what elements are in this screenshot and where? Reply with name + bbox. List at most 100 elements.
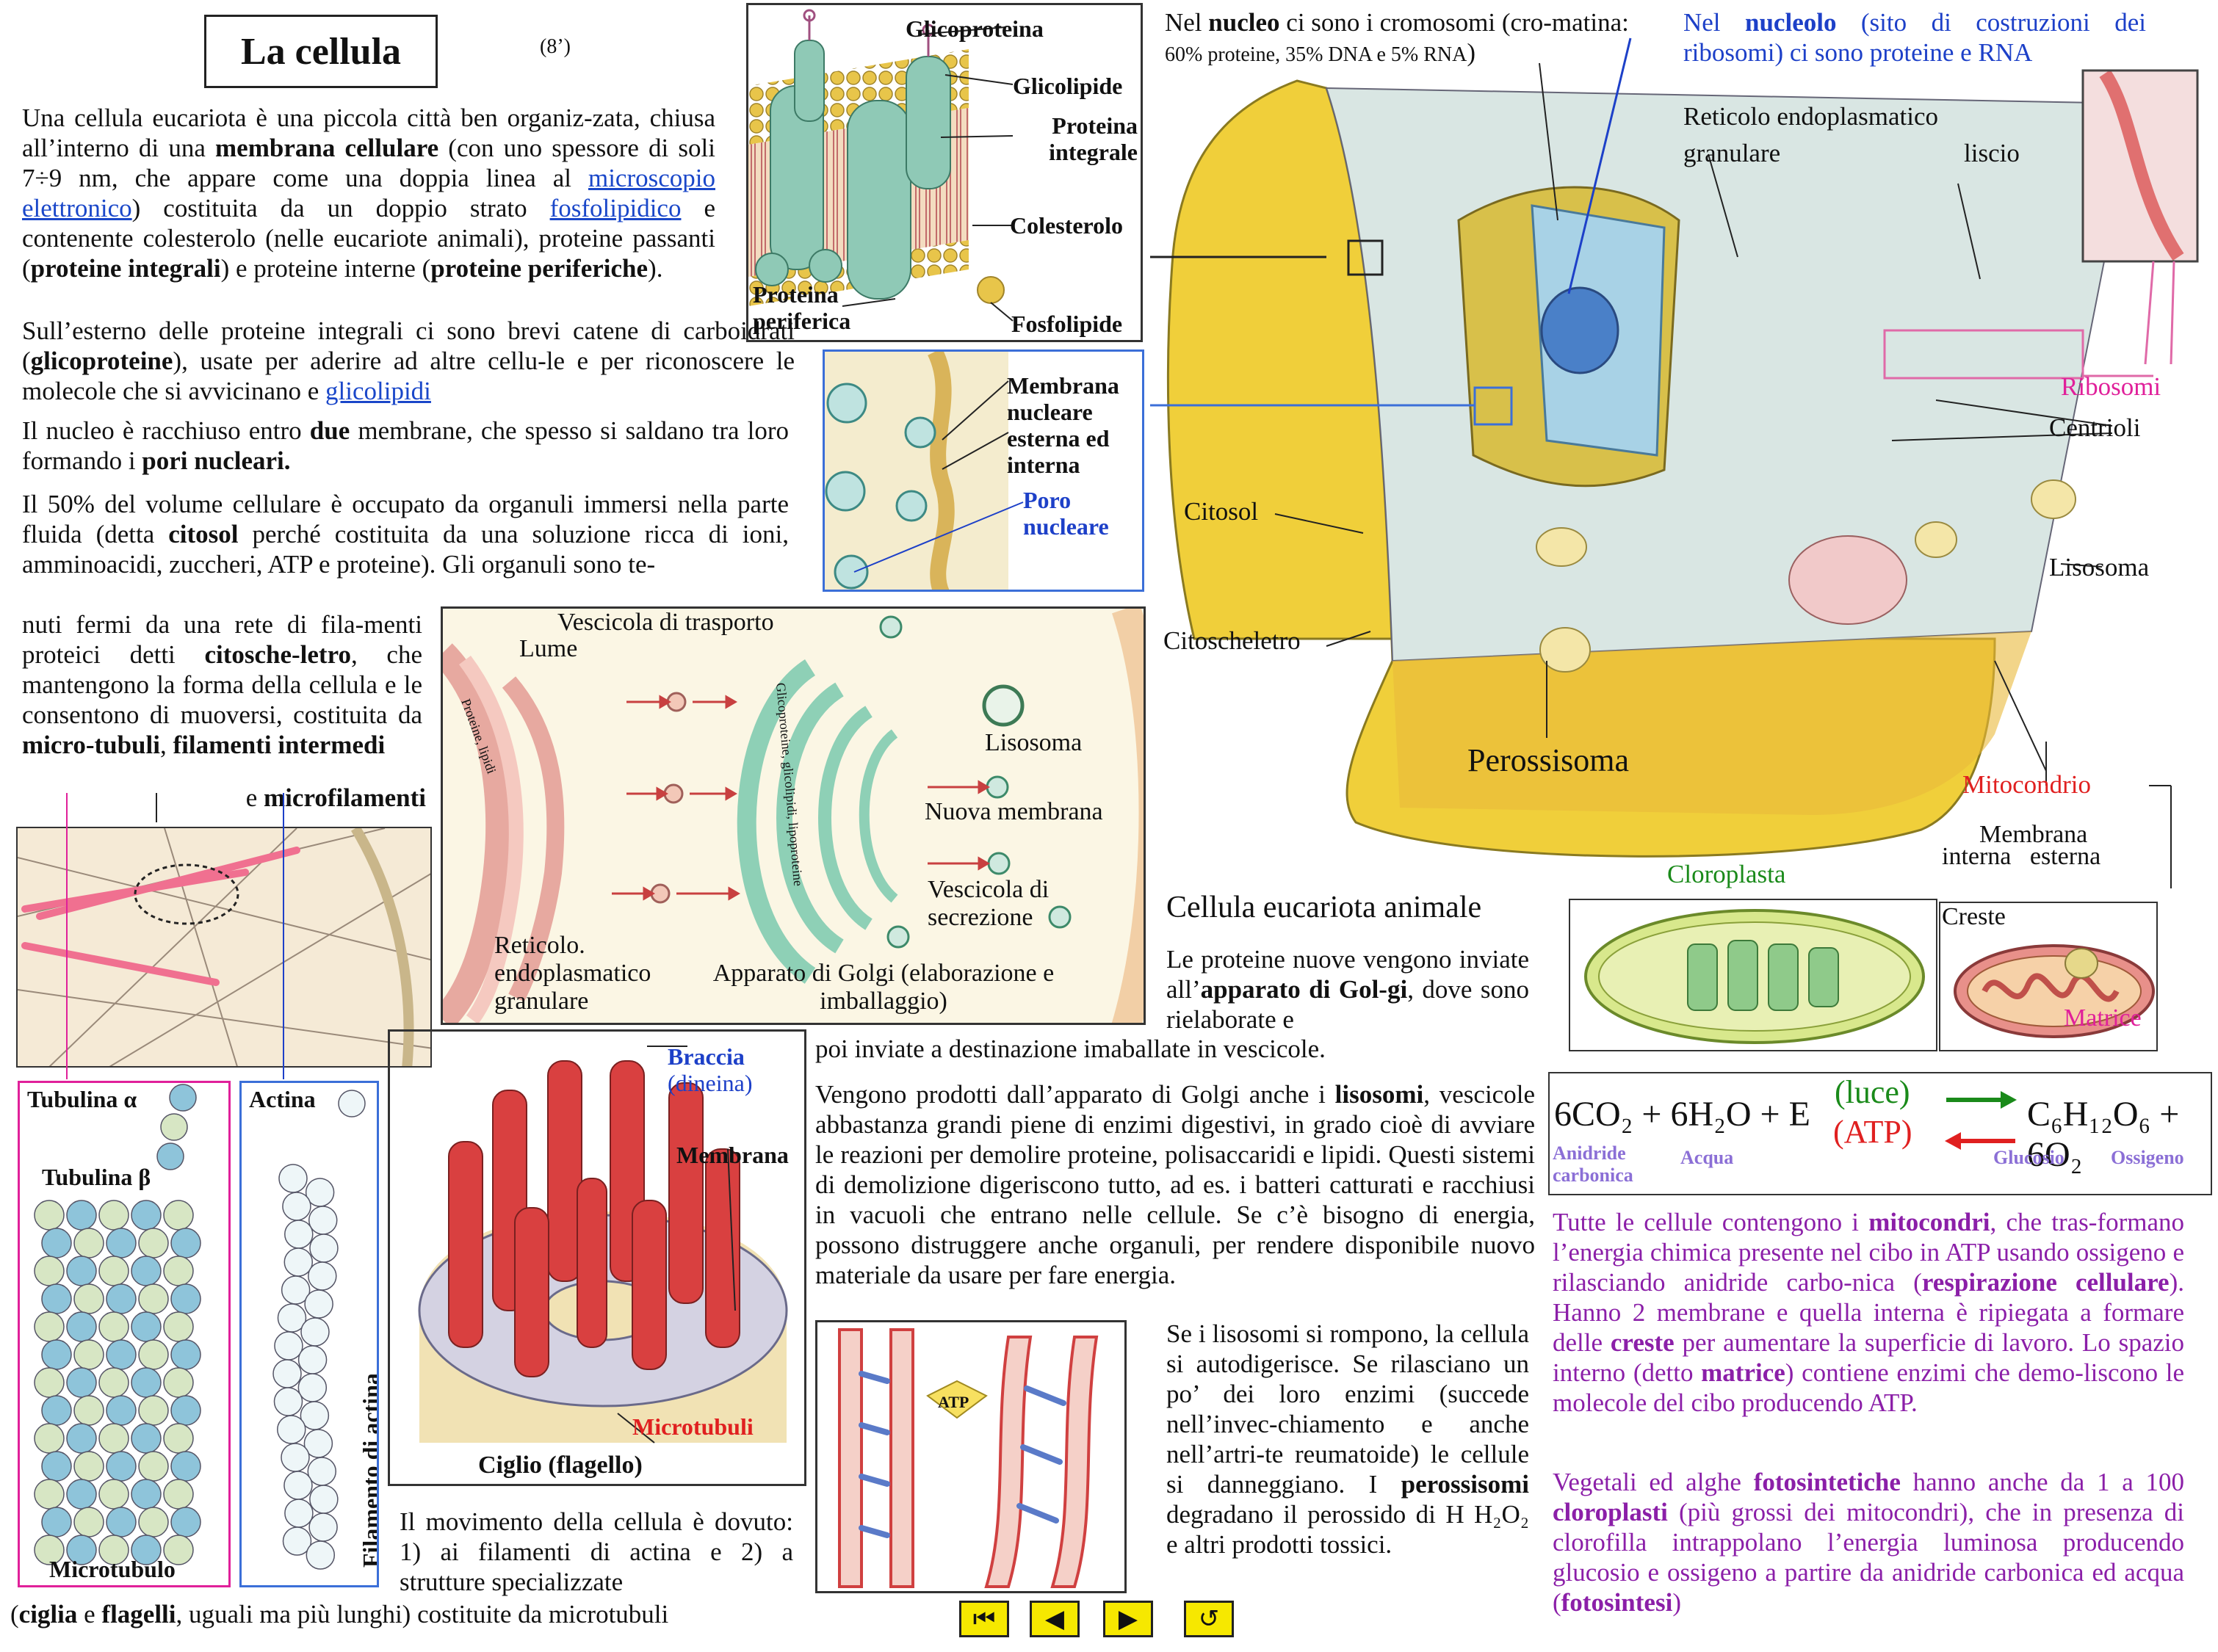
actin-subunit — [309, 1485, 339, 1514]
text-run: (sito di costruzioni dei ribosomi) ci so… — [1683, 8, 2146, 67]
label-nucleolo: Nel nucleolo (sito di costruzioni dei ri… — [1683, 7, 2146, 68]
actin-subunit — [277, 1415, 306, 1444]
tubulin-subunit — [41, 1395, 72, 1426]
label-braccia: Braccia — [668, 1043, 745, 1070]
label-vescicola-secrezione: Vescicola di secrezione — [928, 876, 1050, 931]
nav-next-button[interactable]: ▶ — [1103, 1601, 1153, 1637]
actin-panel: Actina Filamento di actina — [239, 1081, 379, 1587]
nuclear-membrane-diagram: Membrana nucleare esterna ed interna Por… — [823, 349, 1144, 592]
label-cell-lisosoma: Lisosoma — [2049, 553, 2150, 582]
text-run: e — [77, 1600, 102, 1629]
text-run: pori nucleari. — [142, 446, 291, 475]
text-run: ) contiene enzimi che demo-liscono le mo… — [1553, 1358, 2185, 1417]
text-run: mitocondri — [1868, 1208, 1990, 1236]
label-membrana-mito: Membrana — [1979, 821, 2088, 848]
tubulin-subunit — [131, 1200, 162, 1231]
text-run: Nel — [1683, 8, 1745, 37]
label-apparato-golgi: Apparato di Golgi (elaborazione e imball… — [712, 960, 1055, 1015]
actin-subunit — [306, 1540, 336, 1570]
label-dineina: (dineina) — [668, 1070, 753, 1096]
text-run: fotosintetiche — [1753, 1468, 1901, 1496]
text-link[interactable]: fosfolipidico — [549, 194, 682, 222]
actin-subunit — [304, 1289, 333, 1319]
tubulin-subunit — [34, 1256, 65, 1286]
tubulin-subunit — [73, 1228, 104, 1258]
text-run: microfilamenti — [264, 783, 426, 812]
text-run: , — [159, 731, 173, 759]
movement-description-2: (ciglia e flagelli, uguali ma più lunghi… — [10, 1599, 668, 1629]
actin-subunit — [281, 1443, 310, 1472]
intro-paragraph-3: Il nucleo è racchiuso entro due membrane… — [22, 416, 789, 476]
golgi-description-2: poi inviate a destinazione imaballate in… — [815, 1035, 1326, 1063]
text-run: (più grossi dei mitocondri), che in pres… — [1553, 1498, 2184, 1617]
title-box: La cellula — [204, 15, 438, 88]
equation-glucosio: Glucosio — [1993, 1147, 2065, 1168]
tubulin-subunit — [98, 1311, 129, 1342]
text-run: , che mantengono la forma della cellula … — [22, 640, 422, 729]
tubulin-subunit — [41, 1451, 72, 1482]
tubulin-subunit — [163, 1311, 194, 1342]
text-run: , uguali ma più lunghi) costituite da mi… — [176, 1600, 669, 1629]
text-run: nucleolo — [1745, 8, 1837, 37]
actin-subunit — [308, 1261, 337, 1291]
tubulin-subunit — [66, 1367, 97, 1398]
label-glicolipide: Glicolipide — [1013, 73, 1123, 99]
text-run: perossisomi — [1401, 1470, 1529, 1499]
equation-luce: (luce) — [1835, 1074, 1910, 1110]
label-poro-nucleare: Poro nucleare — [1023, 487, 1109, 540]
tubulin-subunit — [73, 1451, 104, 1482]
label-matrice: Matrice — [2064, 1004, 2142, 1032]
golgi-illustration — [443, 609, 1144, 1023]
tubulin-subunit — [131, 1367, 162, 1398]
label-centrioli: Centrioli — [2049, 413, 2141, 442]
tubulin-subunit — [131, 1311, 162, 1342]
tubulin-subunit — [41, 1283, 72, 1314]
label-microtubulo: Microtubulo — [49, 1556, 176, 1582]
tubulin-subunit — [98, 1200, 129, 1231]
text-run: fotosintesi — [1561, 1588, 1673, 1617]
text-link[interactable]: microscopio elettronico — [22, 164, 715, 222]
tubulin-subunit — [73, 1339, 104, 1370]
text-run: ciglia — [18, 1600, 78, 1629]
label-atp: ATP — [938, 1393, 969, 1411]
intro-paragraph-4: Il 50% del volume cellulare è occupato d… — [22, 489, 789, 579]
tubulin-subunit — [34, 1311, 65, 1342]
text-link[interactable]: glicolipidi — [325, 377, 431, 405]
text-run: e contenente colesterolo (nelle eucariot… — [22, 194, 715, 283]
text-run: respirazione cellulare — [1921, 1268, 2170, 1297]
label-microtubuli: Microtubuli — [632, 1413, 754, 1440]
tubulin-subunit — [163, 1367, 194, 1398]
tubulin-subunit — [163, 1200, 194, 1231]
actin-subunit — [297, 1345, 328, 1374]
text-run: nuti fermi da una rete di fila-menti pro… — [22, 610, 422, 669]
slide-number: (8’) — [540, 35, 571, 58]
text-run: proteine periferiche — [430, 254, 649, 283]
membrane-diagram: Glicoproteina Glicolipide Proteina integ… — [746, 3, 1143, 342]
label-perossisoma: Perossisoma — [1467, 742, 1629, 778]
nav-first-button[interactable]: ⏮ — [959, 1601, 1009, 1637]
text-run: Il nucleo è racchiuso entro — [22, 416, 310, 445]
lysosome-rupture-description: Se i lisosomi si rompono, la cellula si … — [1166, 1319, 1529, 1559]
nav-back-button[interactable]: ↺ — [1184, 1601, 1234, 1637]
equation-atp: (ATP) — [1833, 1114, 1912, 1150]
text-run: proteine integrali — [30, 254, 221, 283]
tubulin-subunit — [138, 1339, 169, 1370]
text-run: ). — [648, 254, 663, 283]
nav-prev-button[interactable]: ◀ — [1030, 1601, 1080, 1637]
tubulin-subunit — [66, 1311, 97, 1342]
golgi-diagram: Vescicola di trasporto Lume Proteine, li… — [441, 606, 1146, 1025]
tubulin-subunit — [170, 1395, 201, 1426]
tubulin-subunit — [170, 1507, 201, 1537]
mitochondrion-illustration — [1954, 944, 2155, 1038]
text-run: ( — [10, 1600, 19, 1629]
text-run: ) — [1672, 1588, 1681, 1617]
tubulin-subunit — [106, 1339, 137, 1370]
text-run: , vescicole abbastanza grandi piene di e… — [815, 1080, 1535, 1289]
text-run: Il 50% del volume cellulare è occupato d… — [22, 490, 789, 548]
label-interna-esterna: interna esterna — [1942, 843, 2101, 870]
text-run: Una cellula eucariota è una piccola citt… — [22, 104, 715, 162]
text-run: due — [309, 416, 350, 445]
microtubule-illustration — [34, 1084, 201, 1565]
actin-subunit — [308, 1206, 338, 1235]
label-lume: Lume — [519, 635, 578, 662]
